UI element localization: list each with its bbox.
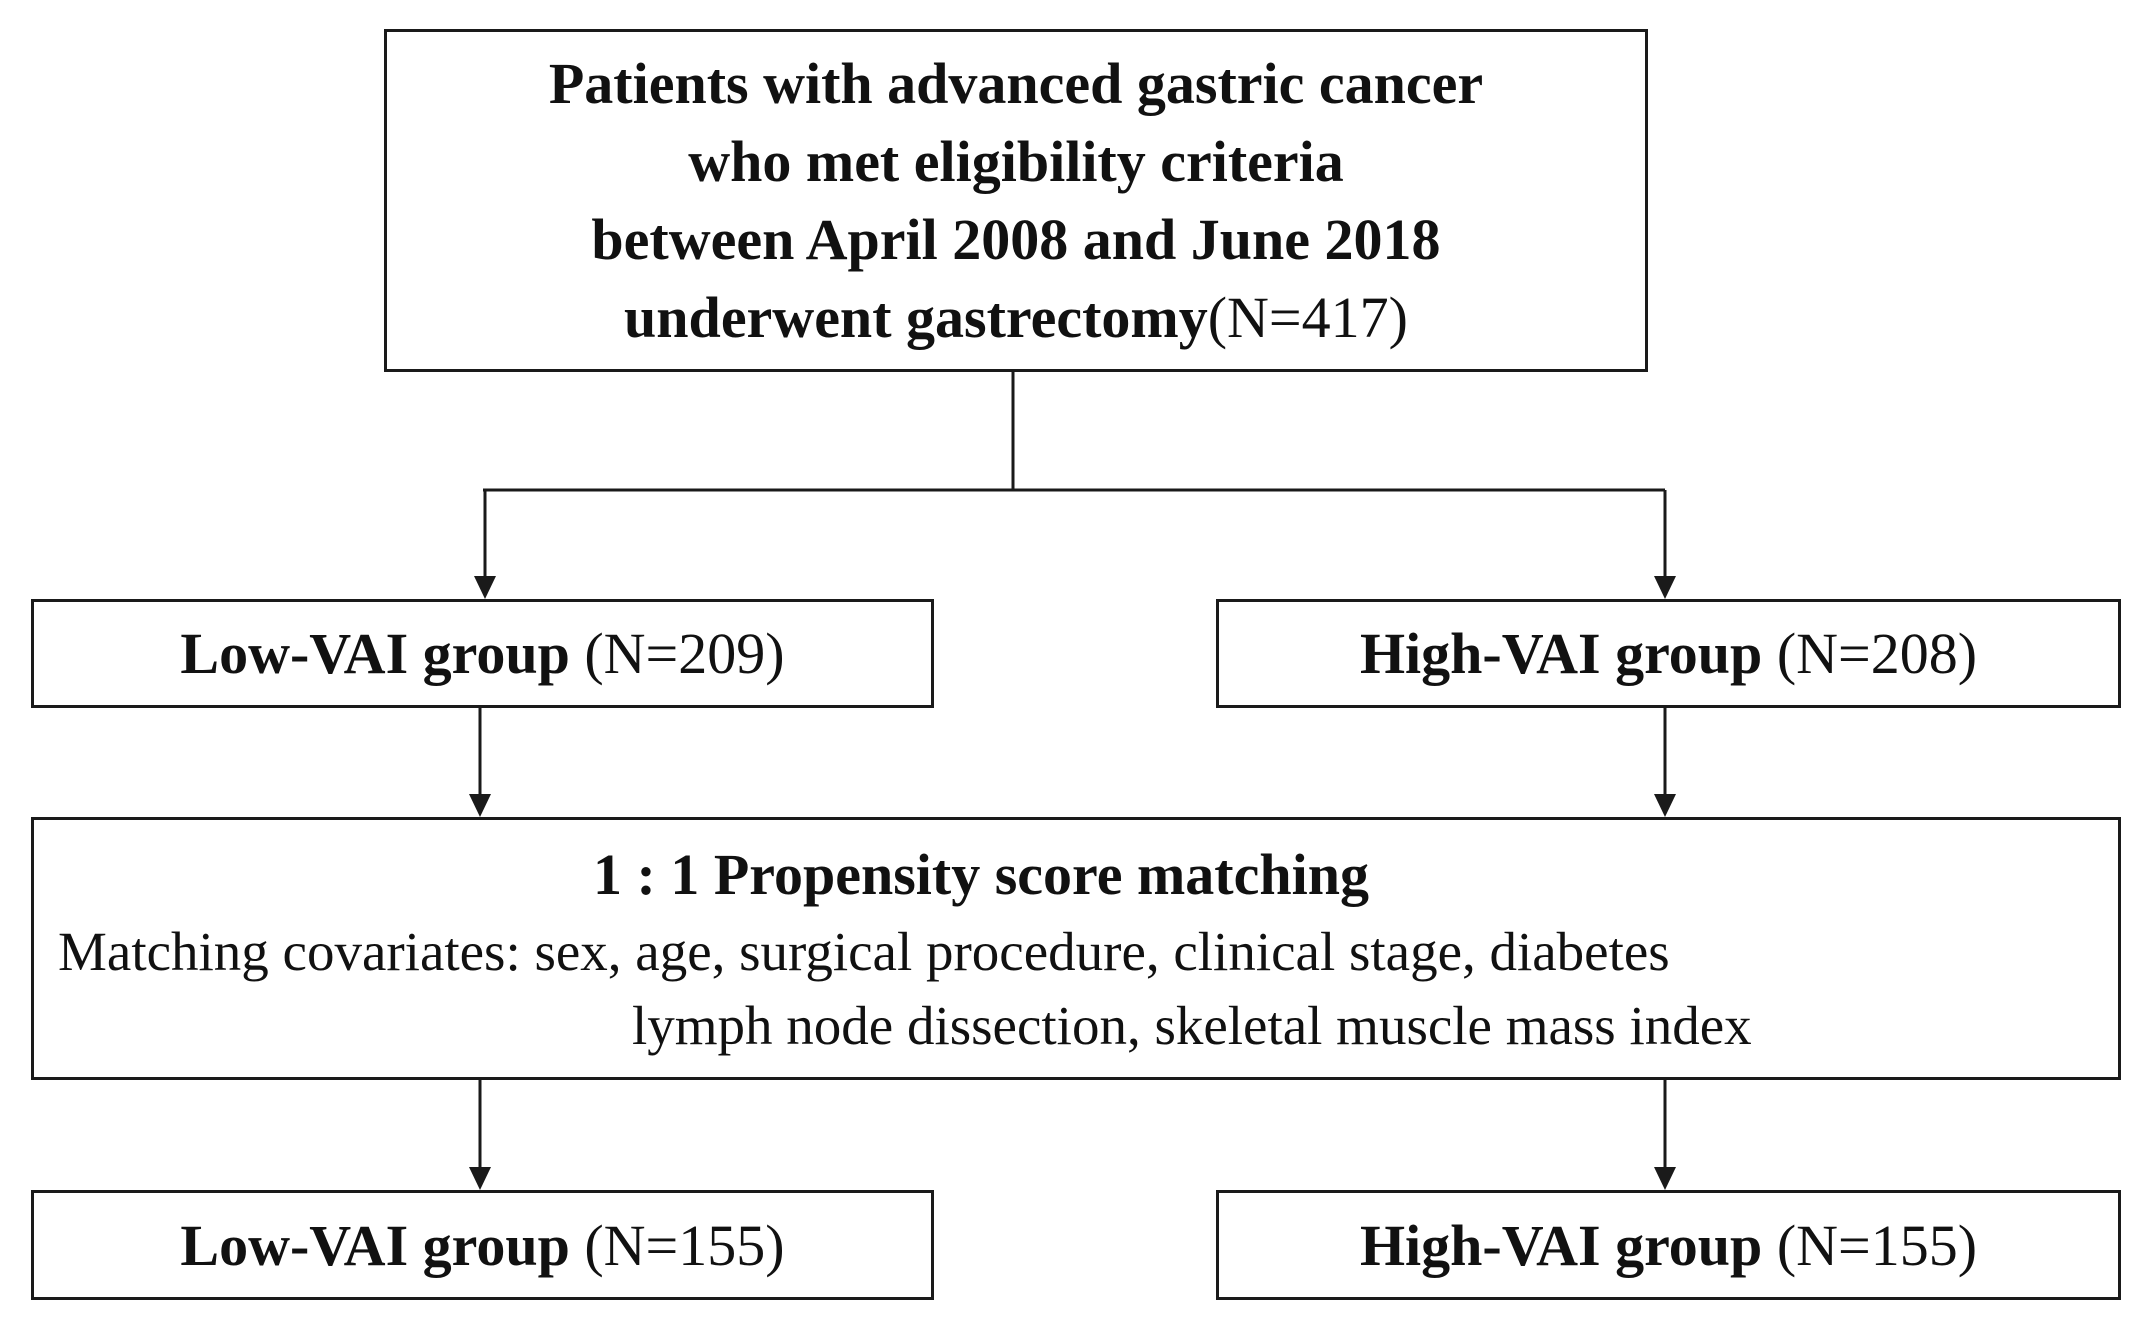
low-vai-group-before-box: Low-VAI group (N=209)	[31, 599, 934, 708]
arrowhead-high-2	[1654, 1167, 1676, 1190]
high-vai-after-count: (N=155)	[1776, 1212, 1978, 1278]
high-vai-group-after-box: High-VAI group (N=155)	[1216, 1190, 2121, 1300]
high-vai-before-count: (N=208)	[1776, 621, 1978, 686]
high-vai-before-label: High-VAI group	[1359, 621, 1763, 686]
high-vai-group-before-box: High-VAI group (N=208)	[1216, 599, 2121, 708]
propensity-matching-title: 1 : 1 Propensity score matching	[593, 842, 1369, 907]
low-vai-before-count: (N=209)	[584, 621, 785, 686]
eligible-line-2: who met eligibility criteria	[688, 128, 1344, 194]
low-vai-before-label: Low-VAI group	[180, 621, 570, 686]
arrowhead-high-1	[1654, 576, 1676, 599]
low-vai-after-label: Low-VAI group	[180, 1212, 570, 1278]
low-vai-after-count: (N=155)	[584, 1212, 785, 1278]
arrowhead-low-2	[469, 1167, 491, 1190]
eligible-line-4: underwent gastrectomy(N=417)	[387, 279, 1645, 357]
matching-covariates-line-2: lymph node dissection, skeletal muscle m…	[632, 995, 1752, 1056]
eligible-count: (N=417)	[1207, 284, 1408, 350]
eligible-line-3: between April 2008 and June 2018	[591, 206, 1441, 272]
high-vai-after-label: High-VAI group	[1359, 1212, 1763, 1278]
eligible-line-1: Patients with advanced gastric cancer	[548, 50, 1484, 116]
arrowhead-low-psm	[469, 794, 491, 817]
arrowhead-high-psm	[1654, 794, 1676, 817]
matching-covariates-line-1: Matching covariates: sex, age, surgical …	[58, 921, 1670, 982]
propensity-matching-box: 1 : 1 Propensity score matching Matching…	[31, 817, 2121, 1080]
eligible-patients-box: Patients with advanced gastric cancer wh…	[384, 29, 1648, 372]
eligible-line-4-bold: underwent gastrectomy	[624, 284, 1208, 350]
low-vai-group-after-box: Low-VAI group (N=155)	[31, 1190, 934, 1300]
arrowhead-low-1	[474, 576, 496, 599]
